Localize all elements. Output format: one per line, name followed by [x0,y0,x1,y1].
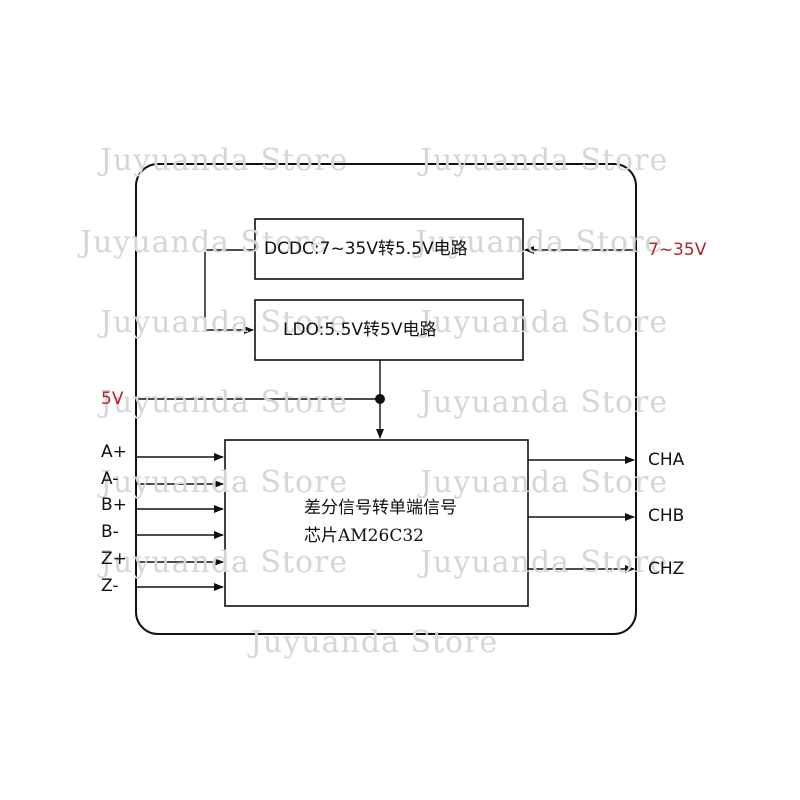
input-label-z-minus: Z- [101,576,119,596]
input-label-b-minus: B- [101,522,119,542]
input-label-a-plus: A+ [101,442,127,462]
output-arrows [528,456,635,573]
ldo-box [254,299,524,361]
input-label-a-minus: A- [101,469,119,489]
power-input-label: 7~35V [648,240,707,260]
input-arrows [136,453,224,591]
chip-label-line2: 芯片AM26C32 [304,526,424,546]
dcdc-box [254,218,524,280]
5v-rail-label: 5V [101,389,124,409]
dcdc-to-ldo-arrow [204,249,255,334]
rail-junction-dot [375,394,385,404]
input-label-b-plus: B+ [101,495,127,515]
dcdc-block-label: DCDC:7~35V转5.5V电路 [264,239,468,259]
ldo-block-label: LDO:5.5V转5V电路 [283,320,437,340]
input-label-z-plus: Z+ [101,549,127,569]
output-label-chz: CHZ [648,559,685,579]
output-label-chb: CHB [648,506,685,526]
chip-box [224,439,529,607]
output-label-cha: CHA [648,450,685,470]
chip-label-line1: 差分信号转单端信号 [304,498,457,518]
